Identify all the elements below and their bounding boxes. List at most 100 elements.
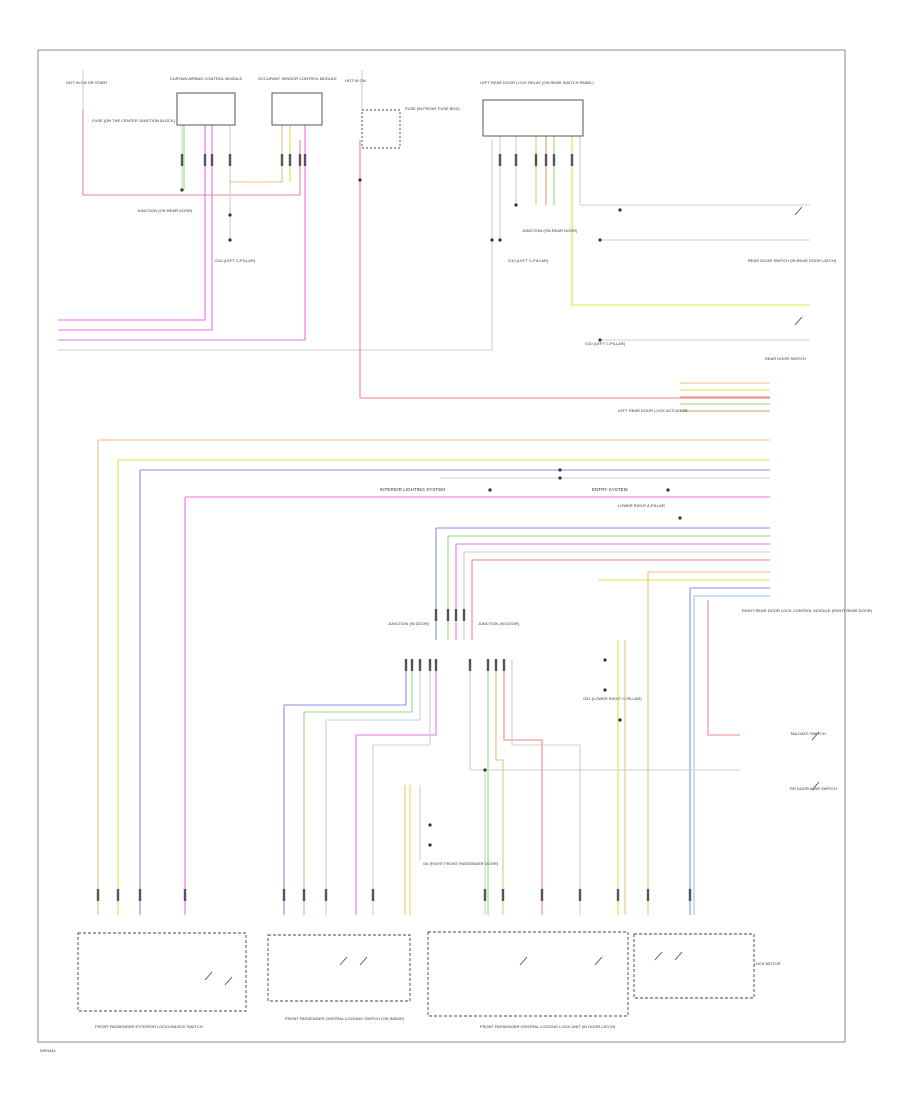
- splice-dot: [558, 468, 562, 472]
- entry-system-label: ENTRY SYSTEM: [592, 487, 628, 492]
- splice-dot: [228, 238, 232, 242]
- wire-green-57: [303, 660, 413, 915]
- wire-gray-65: [511, 660, 581, 915]
- connector-pin: [501, 889, 505, 901]
- connector-pin: [446, 609, 450, 621]
- ground-mid-label: G10 (LEFT C-PILLAR): [508, 258, 549, 263]
- central-locking-unit-box: [427, 931, 629, 1017]
- splice-dot: [598, 338, 602, 342]
- wire-orange-63: [495, 660, 504, 915]
- wire-gray-58: [325, 660, 421, 915]
- connector-pin: [371, 889, 375, 901]
- wire-red-0: [82, 110, 301, 196]
- connector-pin: [324, 889, 328, 901]
- switch-contact: [674, 951, 683, 961]
- connector-pin: [410, 659, 414, 671]
- splice-dot: [483, 768, 487, 772]
- wire-red-64: [503, 660, 543, 915]
- splice-dot: [358, 178, 362, 182]
- splice-dot: [488, 488, 492, 492]
- connector-pin: [280, 154, 284, 166]
- switch-contact: [811, 781, 820, 791]
- connector-pin: [540, 889, 544, 901]
- connector-pin: [418, 659, 422, 671]
- splice-dot: [498, 238, 502, 242]
- bottom-comp-1-label: FRONT PASSENGER EXTERIOR LOCK/UNLOCK SWI…: [95, 1024, 203, 1029]
- splice-dot: [598, 238, 602, 242]
- splice-dot: [180, 188, 184, 192]
- switch-contact: [654, 951, 663, 961]
- splice-dot: [618, 718, 622, 722]
- connector-pin: [688, 889, 692, 901]
- connector-pin: [282, 889, 286, 901]
- bottom-comp-3-label: FRONT PASSENGER CENTRAL LOCKING LOCK UNI…: [480, 1024, 616, 1029]
- ground-right-label: G10 (LEFT C-PILLAR): [585, 341, 626, 346]
- splice-dot: [618, 208, 622, 212]
- left-rear-door-relay-box: [482, 99, 584, 137]
- switch-contact: [811, 731, 820, 741]
- left-rear-door-label: LEFT REAR DOOR LOCK ACTUATOR: [618, 408, 688, 413]
- connector-pin: [570, 154, 574, 166]
- curtain-airbag-module-box: [176, 92, 236, 126]
- curtain-airbag-label: CURTAIN AIRBAG CONTROL MODULE: [170, 76, 242, 81]
- connector-pin: [183, 889, 187, 901]
- splice-dot: [666, 488, 670, 492]
- switch-contact: [204, 971, 213, 981]
- wire-pink-3: [58, 125, 306, 341]
- connector-pin: [514, 154, 518, 166]
- rear-door-switch-2-label: REAR DOOR SWITCH: [765, 356, 806, 361]
- connector-pin: [210, 154, 214, 166]
- connector-pin: [180, 154, 184, 166]
- switch-contact: [339, 956, 348, 966]
- switch-contact: [794, 316, 803, 326]
- occupant-sensor-module-box: [271, 92, 323, 126]
- connector-pin: [298, 154, 302, 166]
- splice-dot: [558, 476, 562, 480]
- tailgate-switch-label: TAILGATE SWITCH: [790, 731, 826, 736]
- connector-pin: [462, 609, 466, 621]
- wire-gray-10: [58, 140, 493, 351]
- connector-pin: [454, 609, 458, 621]
- lower-right-label: LOWER RIGHT A-PILLAR: [618, 503, 665, 508]
- connector-pin: [498, 154, 502, 166]
- connector-pin: [646, 889, 650, 901]
- connector-pin: [578, 889, 582, 901]
- splice-dot: [514, 203, 518, 207]
- connector-pin: [302, 889, 306, 901]
- splice-dot: [428, 843, 432, 847]
- hot-in-on-right-label: HOT IN ON: [345, 78, 366, 83]
- fuse-left-label: FUSE (ON THE CENTER JUNCTION BLOCK): [92, 118, 176, 123]
- central-locking-switch-box: [267, 934, 411, 1002]
- switch-contact: [224, 976, 233, 986]
- connector-pin: [468, 659, 472, 671]
- connector-pin: [428, 659, 432, 671]
- switch-contact: [359, 956, 368, 966]
- splice-dot: [678, 516, 682, 520]
- door-lock-motor-box: [633, 933, 755, 999]
- wire-gray-60: [372, 660, 431, 915]
- wire-red-12: [359, 140, 770, 399]
- wires-layer: [58, 70, 810, 915]
- junction-left-label: JUNCTION (ON REAR DOOR): [137, 208, 193, 213]
- connector-pin: [203, 154, 207, 166]
- connector-pin: [116, 889, 120, 901]
- wire-pink-2: [58, 125, 206, 321]
- switch-contact: [594, 956, 603, 966]
- wire-gray-19: [579, 136, 810, 206]
- hot-in-on-left-label: HOT IN ON OR START: [66, 80, 108, 85]
- connector-pin: [494, 659, 498, 671]
- connector-pin: [288, 154, 292, 166]
- connector-pin: [534, 154, 538, 166]
- connector-pin: [228, 154, 232, 166]
- wire-red-53: [707, 600, 740, 736]
- diagram-frame: [37, 49, 846, 1043]
- left-rear-relay-label: LEFT REAR DOOR LOCK RELAY (ON REAR SWITC…: [480, 80, 594, 85]
- connector-pin: [502, 659, 506, 671]
- junction-center-b-label: JUNCTION (IN DOOR): [478, 621, 520, 626]
- connector-pin: [486, 659, 490, 671]
- connector-pin: [96, 889, 100, 901]
- splice-dot: [428, 823, 432, 827]
- fuse-box-right: [361, 109, 401, 149]
- fuse-right-label: FUSE (IN FRONT FUSE BOX): [405, 106, 460, 111]
